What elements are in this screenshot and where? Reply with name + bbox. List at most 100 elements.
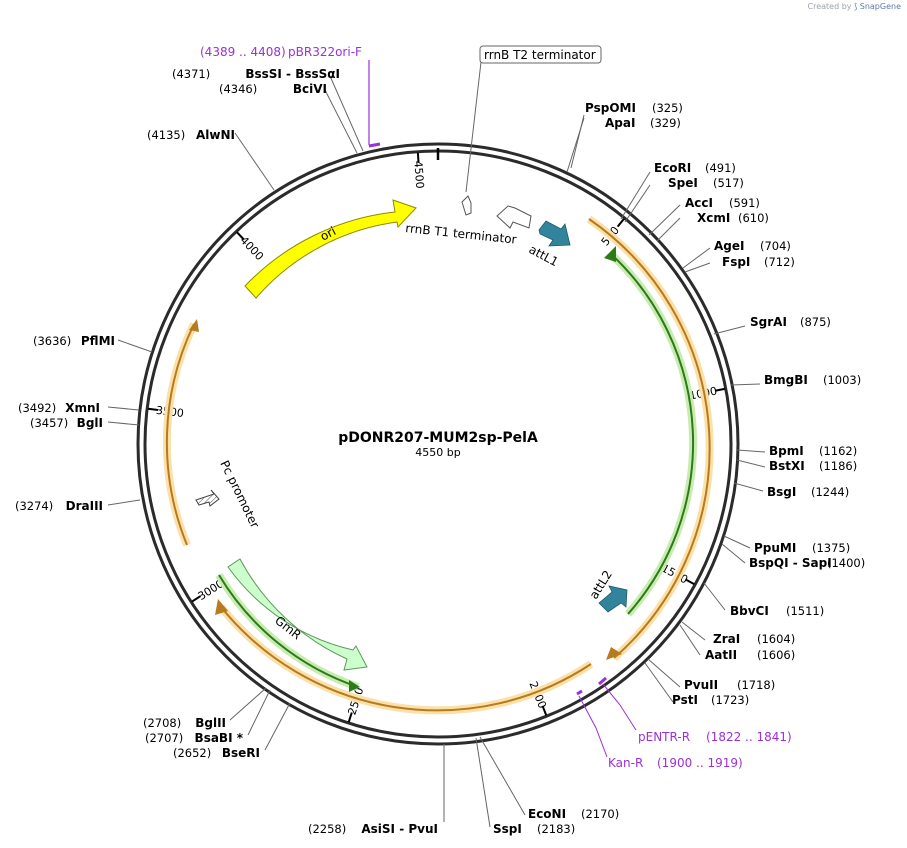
site-leader-line <box>721 543 746 564</box>
restriction-site[interactable]: BspQI - SapI(1400) <box>749 556 865 570</box>
restriction-site[interactable]: (3636)PflMI <box>33 334 115 348</box>
tick-label: 4500 <box>411 160 426 189</box>
site-leader-line <box>234 132 275 191</box>
restriction-site[interactable]: (4346)BciVI <box>219 82 327 96</box>
site-leader-line <box>733 482 764 492</box>
site-name: SpeI <box>668 176 698 190</box>
restriction-site[interactable]: BstXI(1186) <box>769 459 857 473</box>
restriction-site[interactable]: PspOMI(325) <box>585 101 683 115</box>
site-name: PstI <box>672 693 698 707</box>
restriction-site[interactable]: AgeI(704) <box>714 239 791 253</box>
site-name: AatII <box>705 648 737 662</box>
restriction-site[interactable]: SgrAI(875) <box>750 315 831 329</box>
pc-promoter-feature[interactable] <box>195 489 220 507</box>
backbone <box>136 142 740 746</box>
site-leader-line <box>117 339 153 353</box>
rrnb-t2-callout-line <box>465 61 482 193</box>
site-position: (2183) <box>537 822 575 836</box>
restriction-site[interactable]: (3457) BglI <box>30 416 103 430</box>
site-leader-line <box>107 421 140 426</box>
rrnb-t2-feature[interactable] <box>461 195 472 216</box>
site-position: (1511) <box>786 604 824 618</box>
primer-name: pBR322ori-F <box>288 45 362 59</box>
site-position: (1718) <box>737 678 775 692</box>
restriction-site[interactable]: (4371) BssSI - BssSαI <box>172 67 340 81</box>
restriction-site[interactable]: (2258) AsiSI - PvuI <box>308 822 438 836</box>
site-name: AgeI <box>714 239 744 253</box>
site-name: BglI <box>77 416 103 430</box>
restriction-site[interactable]: BpmI(1162) <box>769 444 857 458</box>
restriction-site[interactable]: EcoNI(2170) <box>528 807 619 821</box>
site-name: FspI <box>722 255 750 269</box>
primer-label[interactable]: (1900 .. 1919)Kan-R <box>608 756 743 770</box>
site-name: BssSI - BssSαI <box>245 67 340 81</box>
tick-label: 4000 <box>237 234 266 263</box>
site-name: BbvCI <box>730 604 769 618</box>
restriction-site[interactable]: (2652)BseRI <box>173 746 260 760</box>
gmr-feature[interactable] <box>227 558 368 671</box>
site-position: (325) <box>652 101 683 115</box>
primer-label[interactable]: (4389 .. 4408)pBR322ori-F <box>200 45 362 59</box>
site-position: (4371) <box>172 67 210 81</box>
restriction-site[interactable]: FspI (712) <box>722 255 795 269</box>
restriction-site[interactable]: XcmI(610) <box>697 211 769 225</box>
site-position: (1604) <box>757 632 795 646</box>
site-leader-line <box>247 689 271 736</box>
restriction-site[interactable]: BmgBI(1003) <box>764 373 861 387</box>
site-position: (1606) <box>757 648 795 662</box>
watermark-brand: SnapGene <box>859 2 901 11</box>
primer-pentr-r-bar <box>598 676 607 686</box>
restriction-site[interactable]: BsgI(1244) <box>767 485 849 499</box>
green-arc-bottom-head <box>349 680 360 692</box>
site-position: (1375) <box>812 541 850 555</box>
green-arc-bottom-line <box>218 574 359 688</box>
site-labels: PspOMI(325)ApaI(329) EcoRI(491)SpeI(517) A… <box>15 67 865 836</box>
site-name: AsiSI - PvuI <box>361 822 438 836</box>
site-position: (3274) <box>15 499 53 513</box>
site-leader-line <box>264 702 291 751</box>
green-arc-right-head <box>604 246 616 262</box>
restriction-site[interactable]: ZraI(1604) <box>713 632 795 646</box>
restriction-site[interactable]: PstI(1723) <box>672 693 749 707</box>
site-name: ApaI <box>605 116 635 130</box>
site-name: AlwNI <box>196 128 235 142</box>
restriction-site[interactable]: (2708)BglII <box>143 716 226 730</box>
site-position: (1162) <box>819 444 857 458</box>
site-leader-line <box>566 117 585 173</box>
restriction-site[interactable]: PvuII(1718) <box>684 678 775 692</box>
restriction-site[interactable]: (3492)XmnI <box>18 401 100 415</box>
restriction-site[interactable]: SpeI(517) <box>668 176 744 190</box>
restriction-site[interactable]: EcoRI(491) <box>654 161 736 175</box>
restriction-site[interactable]: BbvCI (1511) <box>730 604 824 618</box>
site-name: SgrAI <box>750 315 787 329</box>
rrnb-t1-feature[interactable] <box>496 205 532 229</box>
backbone-outer-ring <box>136 142 740 746</box>
rrnb-t2-label: rrnB T2 terminator <box>484 48 596 62</box>
restriction-site[interactable]: ApaI(329) <box>605 116 681 130</box>
ori-feature[interactable] <box>244 199 417 299</box>
attl1-feature[interactable] <box>538 220 571 247</box>
site-name: BsaBI * <box>195 731 244 745</box>
primer-label[interactable]: (1822 .. 1841)pENTR-R <box>638 730 792 744</box>
site-name: EcoNI <box>528 807 566 821</box>
primer-name: pENTR-R <box>638 730 690 744</box>
restriction-site[interactable]: (3274)DraIII <box>15 499 103 513</box>
restriction-site[interactable]: PpuMI(1375) <box>754 541 850 555</box>
site-position: (2708) <box>143 716 181 730</box>
site-position: (3492) <box>18 401 56 415</box>
restriction-site[interactable]: AccI(591) <box>685 196 760 210</box>
attl2-feature[interactable] <box>598 585 628 613</box>
restriction-site[interactable]: SspI(2183) <box>493 822 575 836</box>
site-leader-line <box>684 262 711 273</box>
tick-mark <box>684 578 695 586</box>
site-position: (712) <box>764 255 795 269</box>
site-position: (3636) <box>33 334 71 348</box>
restriction-site[interactable]: (4135)AlwNI <box>147 128 235 142</box>
site-position: (2258) <box>308 822 346 836</box>
restriction-site[interactable]: (2707)BsaBI * <box>145 731 244 745</box>
site-position: (3457) <box>30 416 68 430</box>
primer-name: Kan-R <box>608 756 643 770</box>
restriction-site[interactable]: AatII (1606) <box>705 648 795 662</box>
site-position: (610) <box>738 211 769 225</box>
